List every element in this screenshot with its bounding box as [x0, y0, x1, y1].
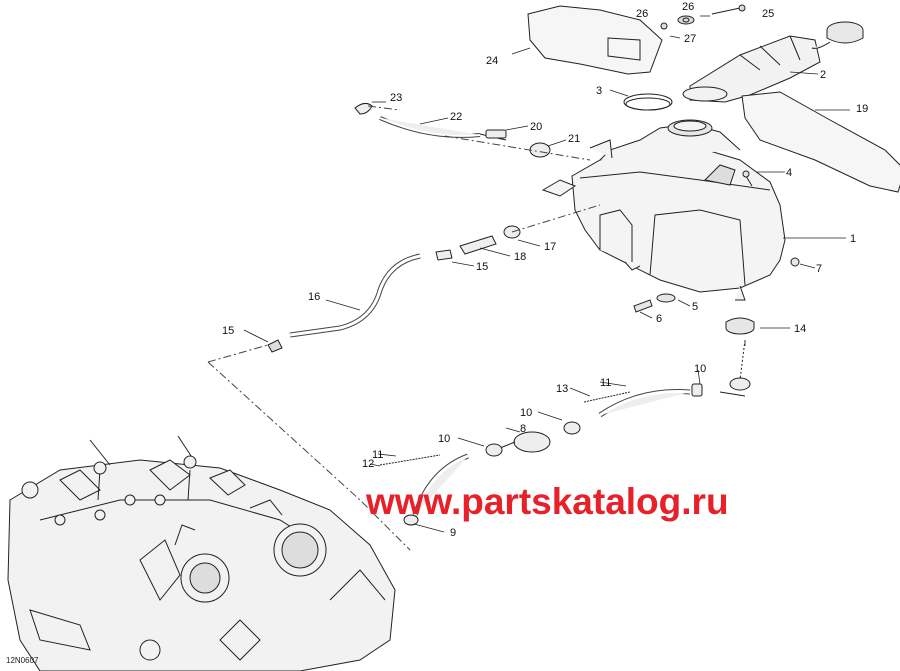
- callout-11-b: 11: [372, 449, 383, 461]
- callout-7: 7: [816, 263, 822, 275]
- callout-11-a: 11: [600, 377, 611, 389]
- callout-24: 24: [486, 55, 498, 67]
- callout-26-b: 26: [636, 8, 648, 20]
- watermark: www.partskatalog.ru: [366, 481, 729, 522]
- leader-lines: [243, 15, 850, 533]
- callout-15-b: 15: [222, 325, 234, 337]
- callout-19: 19: [856, 103, 868, 115]
- callout-18: 18: [514, 251, 526, 263]
- screw-set: [660, 4, 746, 30]
- callout-16: 16: [308, 291, 320, 303]
- callout-21: 21: [568, 133, 580, 145]
- callout-14: 14: [794, 323, 806, 335]
- callout-9: 9: [450, 527, 456, 539]
- callout-6: 6: [656, 313, 662, 325]
- callout-23: 23: [390, 92, 402, 104]
- callout-1: 1: [850, 233, 856, 245]
- callout-10-c: 10: [438, 433, 450, 445]
- callout-27: 27: [684, 33, 696, 45]
- figure-code: 12N0607: [6, 656, 39, 665]
- callout-22: 22: [450, 111, 462, 123]
- filler-neck: [682, 35, 821, 103]
- callout-20: 20: [530, 121, 542, 133]
- fuel-tank: [541, 119, 786, 301]
- vent-line: [354, 102, 551, 158]
- callout-25: 25: [762, 8, 774, 20]
- callout-5: 5: [692, 301, 698, 313]
- mounting-hardware: [633, 170, 800, 335]
- callout-3: 3: [596, 85, 602, 97]
- callout-10-b: 10: [520, 407, 532, 419]
- fuel-pickup-line: [379, 339, 751, 526]
- callout-10-a: 10: [694, 363, 706, 375]
- reference-lines: [207, 105, 746, 551]
- callout-2: 2: [820, 69, 826, 81]
- fuel-cap: [811, 21, 864, 49]
- callout-15-a: 15: [476, 261, 488, 273]
- callout-13: 13: [556, 383, 568, 395]
- callout-4: 4: [786, 167, 792, 179]
- callout-8: 8: [520, 423, 526, 435]
- callout-labels: 1 2 3 4 5 6 7 8 9 10 10 10 11 11 12 13 1…: [222, 1, 868, 539]
- protector-plate: [527, 5, 663, 75]
- heat-shield: [741, 91, 900, 193]
- callout-17: 17: [544, 241, 556, 253]
- engine-block: [7, 435, 396, 671]
- callout-12: 12: [362, 458, 374, 470]
- callout-26-a: 26: [682, 1, 694, 13]
